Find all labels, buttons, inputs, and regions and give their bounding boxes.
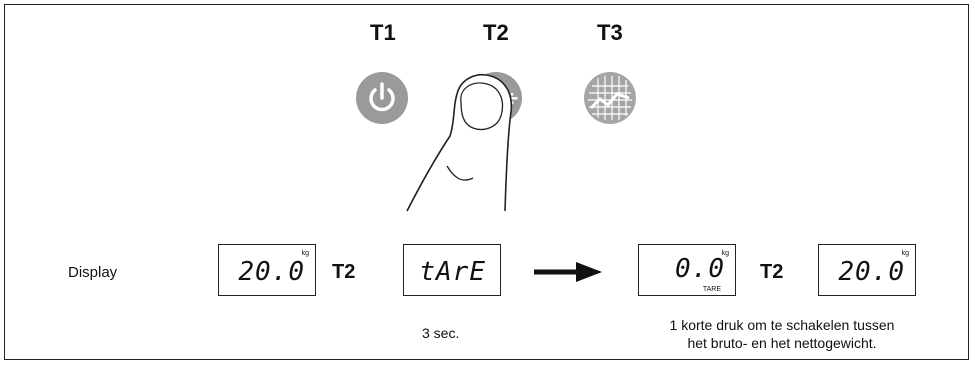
toggle-note: 1 korte druk om te schakelen tussen het … [612,316,952,352]
finger-illustration [406,74,513,212]
display-value: 0.0 [675,254,725,284]
chart-grid-icon [588,76,632,120]
note-line-1: 1 korte druk om te schakelen tussen [669,317,895,333]
display-tare-message: tArE [403,244,501,296]
arrow-right-icon [534,262,602,282]
display-unit: kg [901,250,909,257]
note-line-2: het bruto- en het nettogewicht. [687,335,877,351]
display-weight-gross: kg 20.0 [818,244,916,296]
display-value: 20.0 [238,257,305,287]
display-unit: kg [721,250,729,257]
t1-button[interactable] [356,72,408,124]
display-weight-initial: kg 20.0 [218,244,316,296]
power-icon [369,82,395,112]
duration-label: 3 sec. [422,325,460,341]
display-value: 20.0 [838,257,905,287]
display-weight-tared: kg 0.0 TARE [638,244,736,296]
t3-button[interactable] [584,72,636,124]
t3-label: T3 [597,20,623,45]
t2-press-label-2: T2 [760,261,784,283]
display-unit: kg [301,250,309,257]
display-value: tArE [419,257,486,287]
diagram-frame [4,4,969,360]
display-tare-indicator: TARE [702,286,721,293]
display-row-label: Display [68,264,118,281]
t2-label: T2 [483,20,509,45]
t2-press-label-1: T2 [332,261,356,283]
t1-label: T1 [370,20,396,45]
